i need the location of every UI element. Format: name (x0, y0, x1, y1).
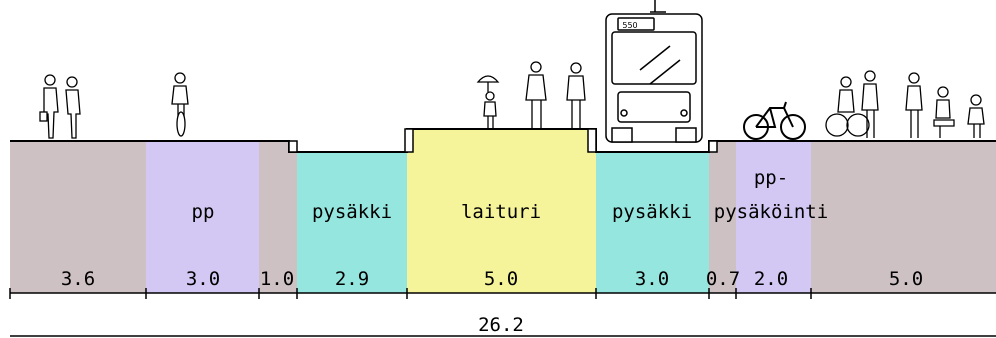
segment-2-width: 3.0 (186, 268, 220, 290)
segment-7-fill (709, 141, 736, 293)
platform-curb-left (404, 128, 414, 153)
curb-right (708, 140, 718, 153)
curb-left (288, 140, 298, 153)
segment-3-fill (259, 141, 297, 293)
segment-8-label-line2: pysäköinti (714, 201, 828, 223)
segment-4-label: pysäkki (312, 201, 392, 223)
segment-8-width: 2.0 (754, 268, 788, 290)
segment-5-width: 5.0 (484, 268, 518, 290)
segment-2-fill (146, 141, 259, 293)
segment-1-fill (10, 141, 146, 293)
segment-3-width: 1.0 (260, 268, 294, 290)
segment-5-fill (407, 129, 596, 293)
platform-curb-right (587, 128, 597, 153)
segment-2-label: pp (192, 201, 215, 223)
cyclist-icon (171, 72, 189, 137)
segment-6-width: 3.0 (635, 268, 669, 290)
segment-4-fill (297, 152, 407, 293)
segment-1-width: 3.6 (61, 268, 95, 290)
segment-fills (10, 129, 996, 293)
segment-7-width: 0.7 (706, 268, 740, 290)
sidewalk-people-icon (825, 70, 985, 138)
segment-4-width: 2.9 (335, 268, 369, 290)
parked-bicycles-icon (743, 101, 806, 140)
waiting-passengers-icon (476, 61, 586, 128)
segment-9-width: 5.0 (889, 268, 923, 290)
dimension-line (9, 288, 996, 299)
trolleybus-front-icon (605, 0, 703, 143)
segment-6-fill (596, 152, 709, 293)
bus-number: 550 (622, 21, 637, 30)
total-width-label: 26.2 (478, 314, 524, 336)
pedestrian-pair-icon (39, 74, 81, 139)
segment-8-label-line1: pp- (754, 167, 788, 189)
segment-8-fill (736, 141, 811, 293)
segment-6-label: pysäkki (612, 201, 692, 223)
segment-5-label: laituri (461, 201, 541, 223)
segment-9-fill (811, 141, 996, 293)
